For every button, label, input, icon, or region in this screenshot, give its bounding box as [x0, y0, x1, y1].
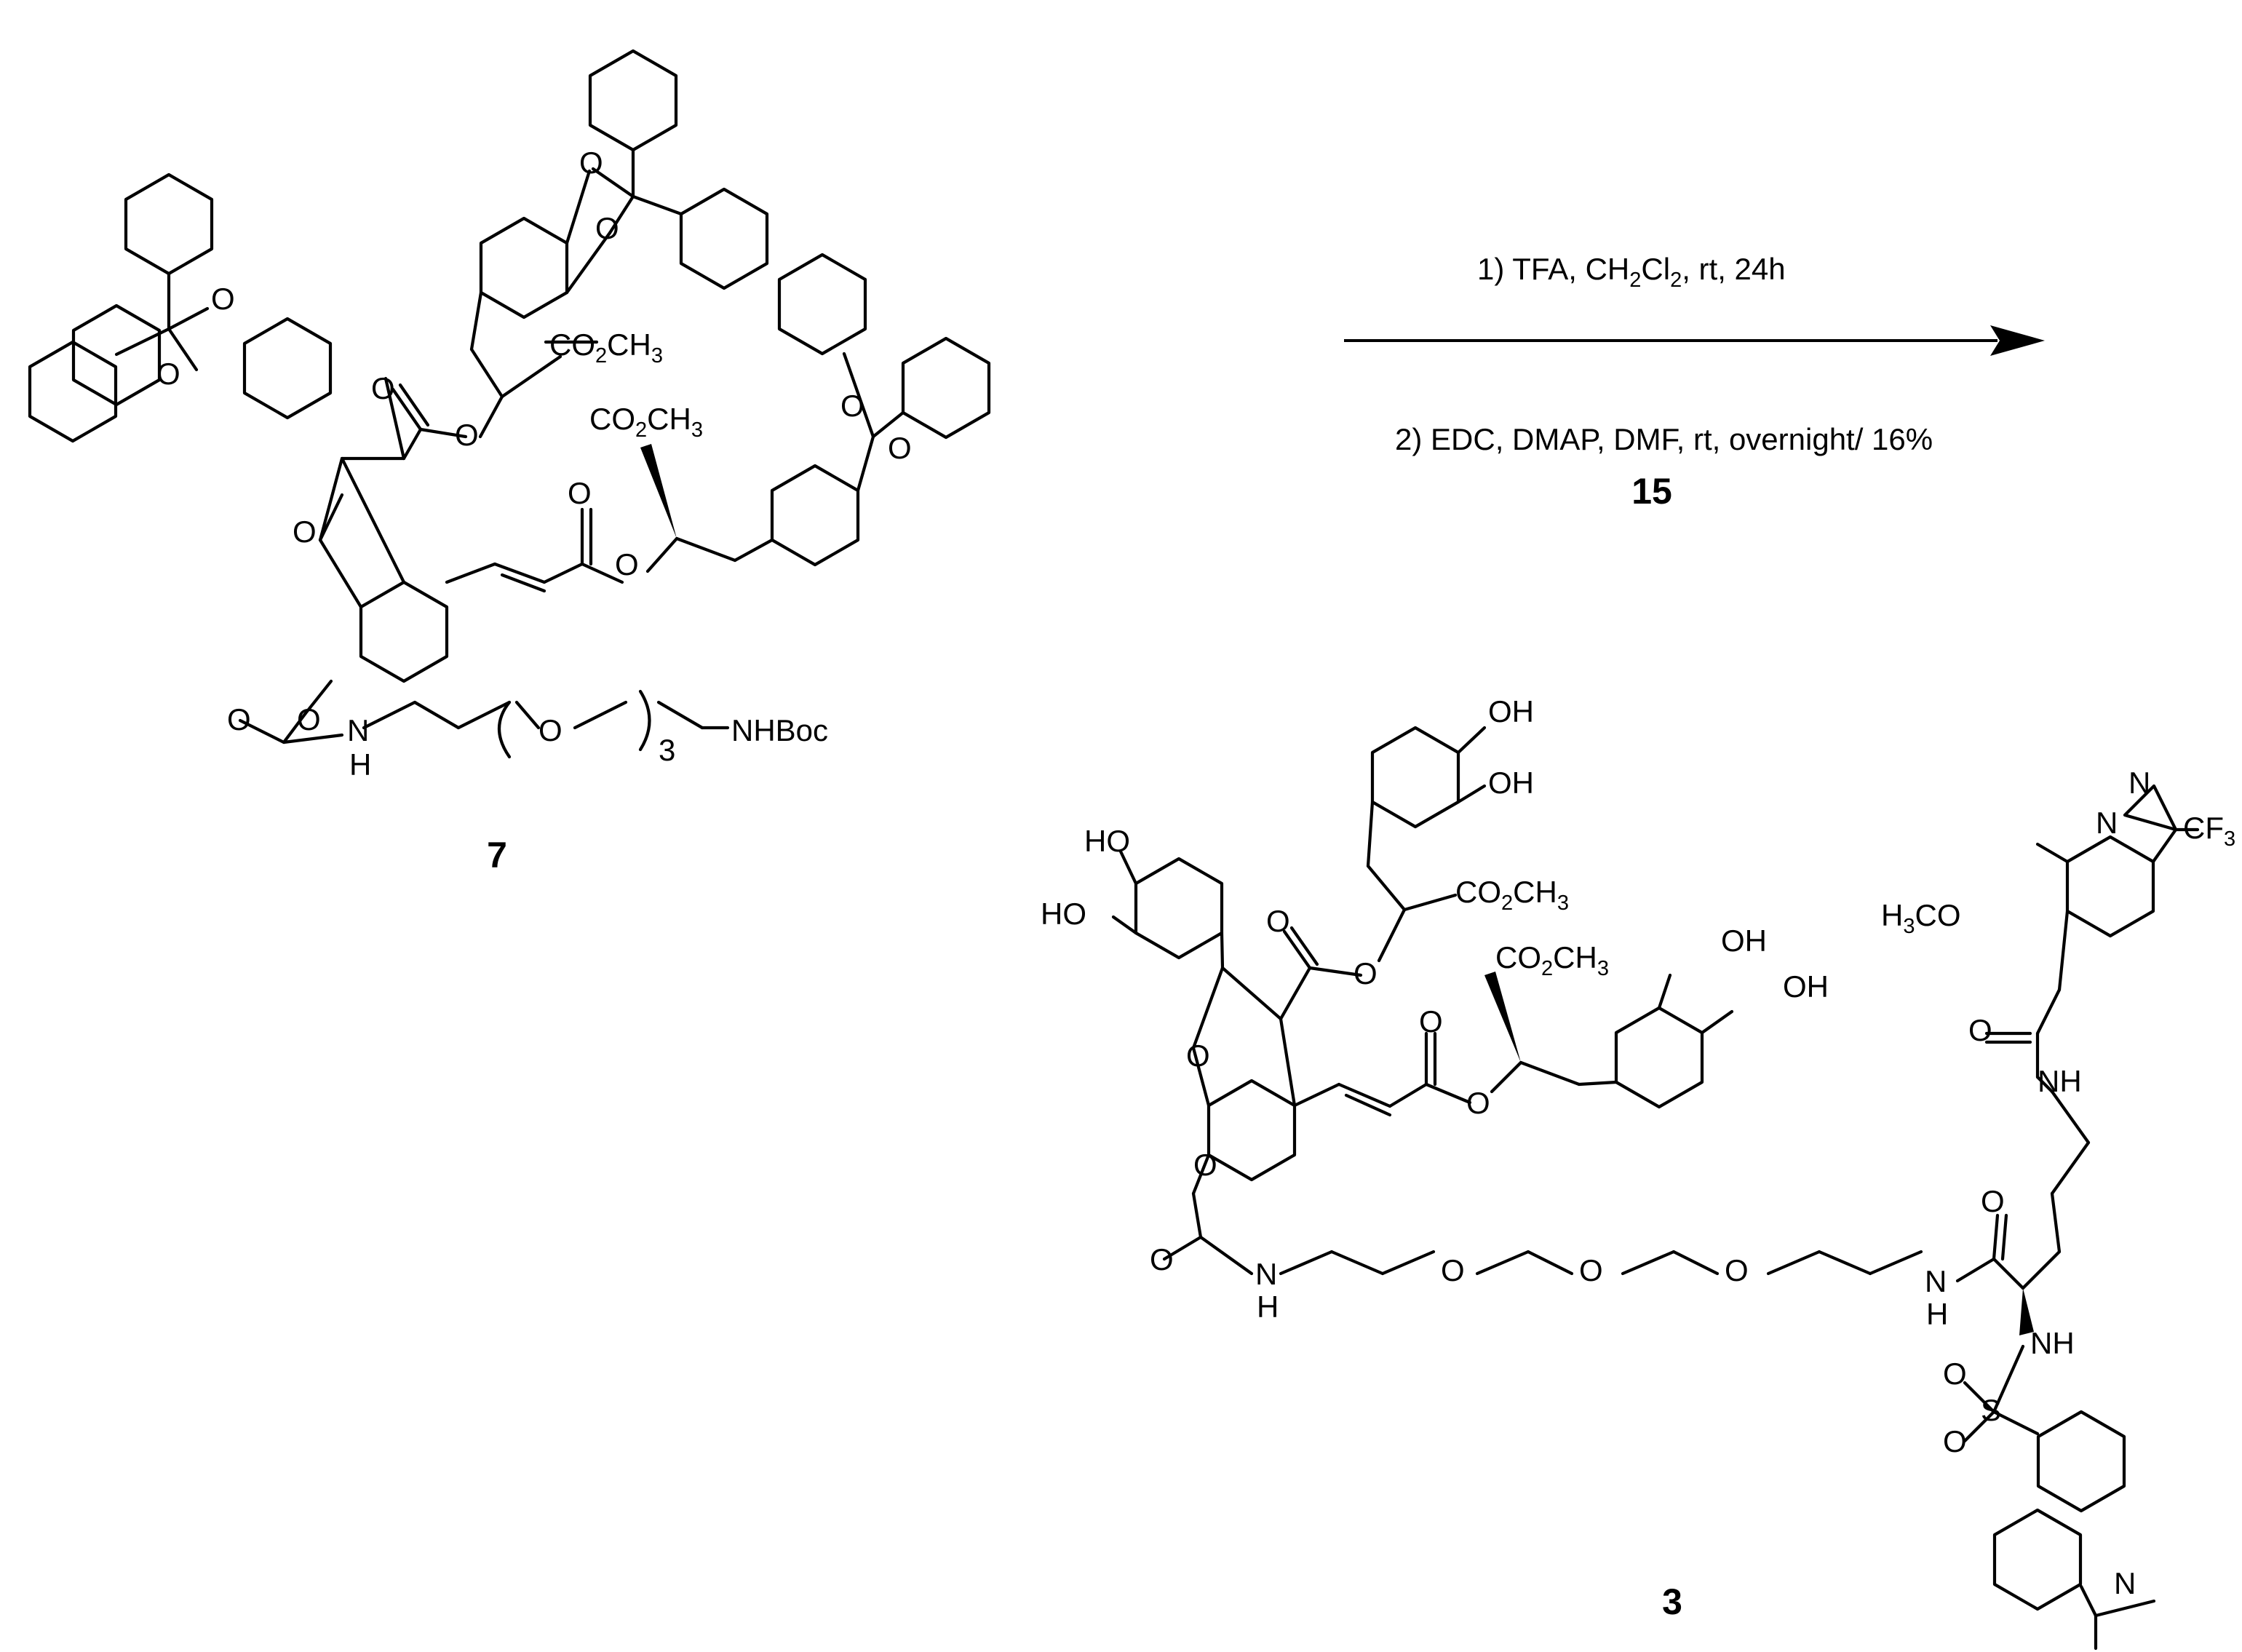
svg-text:OH: OH [1488, 766, 1534, 800]
svg-text:O: O [1353, 956, 1378, 990]
svg-text:O: O [579, 146, 603, 180]
svg-text:O: O [1968, 1013, 1992, 1047]
svg-text:N: N [2096, 806, 2118, 840]
svg-text:CO2CH3: CO2CH3 [589, 402, 703, 442]
svg-text:O: O [1725, 1253, 1749, 1287]
svg-text:O: O [297, 702, 321, 736]
svg-text:O: O [538, 713, 563, 747]
svg-text:OH: OH [1721, 924, 1767, 958]
svg-text:O: O [1943, 1424, 1967, 1458]
svg-text:OH: OH [1783, 969, 1829, 1004]
svg-text:N: N [2128, 766, 2150, 800]
compound-7-label: 7 [487, 835, 507, 875]
svg-text:O: O [840, 389, 864, 423]
svg-text:S: S [1981, 1393, 2001, 1427]
svg-text:O: O [568, 476, 592, 510]
svg-text:NHBoc: NHBoc [731, 713, 828, 747]
compound-7-structure [28, 49, 991, 759]
svg-text:O: O [1186, 1039, 1210, 1073]
svg-text:H: H [349, 747, 371, 782]
svg-text:O: O [371, 371, 395, 405]
compound-3-atom-labels: HO HO OH OH OH OH O O O O O O O O O O O … [1041, 694, 2235, 1600]
svg-text:NH: NH [2038, 1064, 2082, 1098]
svg-text:O: O [1981, 1184, 2005, 1218]
svg-text:O: O [595, 211, 619, 245]
svg-text:H3CO: H3CO [1881, 898, 1960, 938]
compound-3-structure [1111, 726, 2200, 1651]
svg-text:HO: HO [1084, 824, 1130, 858]
svg-text:N: N [2114, 1566, 2136, 1600]
svg-text:O: O [1419, 1004, 1443, 1039]
svg-text:N: N [1255, 1257, 1277, 1291]
svg-text:CO2CH3: CO2CH3 [1495, 940, 1609, 980]
condition-step1: 1) TFA, CH2Cl2, rt, 24h [1477, 252, 1786, 292]
svg-text:CO2CH3: CO2CH3 [1455, 875, 1569, 915]
svg-text:O: O [211, 282, 235, 316]
compound-3-label: 3 [1662, 1581, 1682, 1622]
svg-text:O: O [888, 431, 912, 465]
svg-text:O: O [293, 515, 317, 549]
svg-text:OH: OH [1488, 694, 1534, 728]
svg-text:O: O [156, 357, 180, 391]
svg-text:H: H [1257, 1290, 1279, 1324]
svg-text:O: O [455, 418, 479, 452]
svg-text:O: O [615, 547, 639, 581]
svg-text:O: O [1266, 904, 1290, 938]
compound-7-atom-labels: O O O O O O O O O O O O O O N H 3 NHBoc … [156, 146, 912, 782]
reaction-arrow [1344, 325, 2045, 356]
svg-text:O: O [1579, 1253, 1603, 1287]
svg-text:O: O [227, 702, 251, 736]
reagent-label: 15 [1631, 471, 1672, 512]
svg-text:3: 3 [659, 733, 675, 767]
svg-text:HO: HO [1041, 897, 1086, 931]
svg-text:O: O [1441, 1253, 1465, 1287]
svg-text:CO2CH3: CO2CH3 [549, 327, 663, 368]
svg-text:NH: NH [2030, 1326, 2075, 1360]
svg-text:O: O [1193, 1148, 1217, 1182]
svg-text:N: N [1925, 1264, 1947, 1298]
svg-text:H: H [1926, 1297, 1948, 1331]
svg-text:O: O [1466, 1086, 1490, 1120]
svg-text:N: N [347, 713, 369, 747]
svg-text:O: O [1943, 1357, 1967, 1391]
condition-step2: 2) EDC, DMAP, DMF, rt, overnight/ 16% [1395, 422, 1933, 456]
svg-text:O: O [1150, 1242, 1174, 1276]
svg-text:CF3: CF3 [2183, 811, 2235, 851]
